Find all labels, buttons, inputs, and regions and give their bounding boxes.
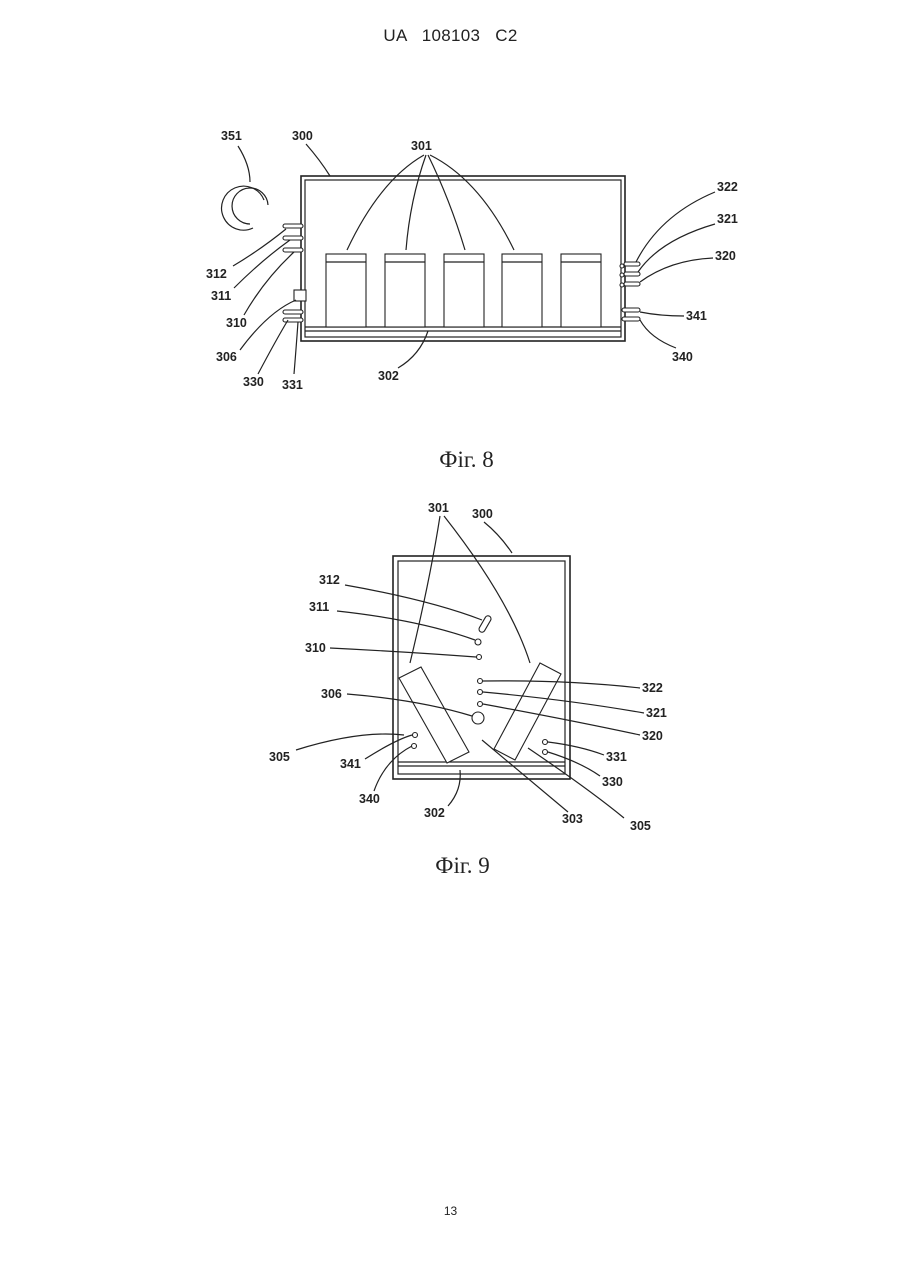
label-310: 310 (305, 641, 326, 655)
port-330 (543, 750, 548, 755)
label-306: 306 (321, 687, 342, 701)
figure-9-caption: Фіг. 9 (12, 853, 901, 879)
figure-9-drawing: 301 300 312 311 310 306 305 341 340 302 … (0, 0, 901, 860)
port-341 (413, 733, 418, 738)
port-310 (477, 655, 482, 660)
page-number: 13 (0, 1204, 901, 1218)
label-303: 303 (562, 812, 583, 826)
port-340 (412, 744, 417, 749)
port-321 (478, 690, 483, 695)
label-341: 341 (340, 757, 361, 771)
port-322 (478, 679, 483, 684)
leader-300 (484, 522, 512, 553)
label-340: 340 (359, 792, 380, 806)
label-331: 331 (606, 750, 627, 764)
label-321: 321 (646, 706, 667, 720)
label-305-left: 305 (269, 750, 290, 764)
label-320: 320 (642, 729, 663, 743)
label-311: 311 (309, 600, 329, 614)
label-301: 301 (428, 501, 449, 515)
label-300: 300 (472, 507, 493, 521)
port-306 (472, 712, 484, 724)
label-305-right: 305 (630, 819, 651, 833)
port-331 (543, 740, 548, 745)
label-312: 312 (319, 573, 340, 587)
label-322: 322 (642, 681, 663, 695)
label-330: 330 (602, 775, 623, 789)
port-311 (475, 639, 481, 645)
leader-305-left (296, 734, 404, 750)
label-302: 302 (424, 806, 445, 820)
port-320 (478, 702, 483, 707)
